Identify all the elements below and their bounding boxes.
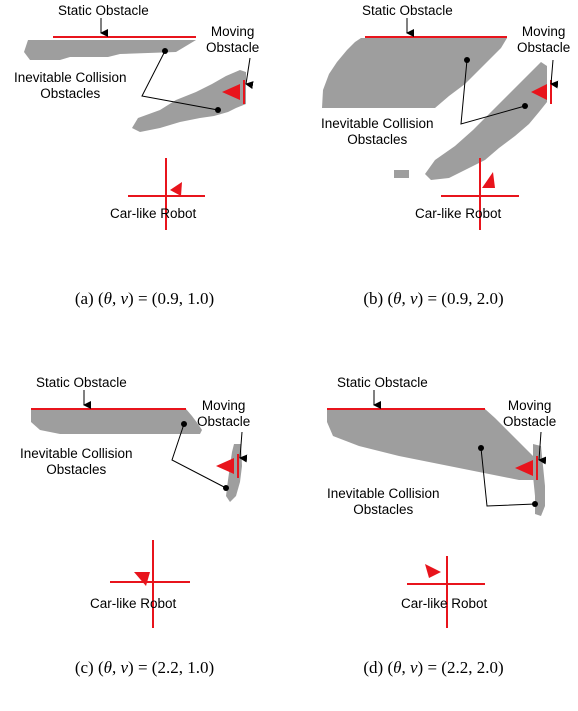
ico-moving-region bbox=[425, 62, 547, 180]
panel-c: Static Obstacle Moving Obstacle Inevitab… bbox=[0, 356, 289, 711]
moving-obstacle-arrow-icon bbox=[222, 84, 240, 100]
ico-static-region bbox=[327, 409, 537, 480]
panel-b: Static Obstacle Moving Obstacle Inevitab… bbox=[289, 0, 578, 355]
ico-pointer-line bbox=[171, 423, 227, 489]
label-static-obstacle: Static Obstacle bbox=[337, 375, 428, 390]
moving-label-arrow bbox=[245, 57, 254, 90]
label-moving-obstacle: Moving Obstacle bbox=[206, 24, 260, 55]
label-static-obstacle: Static Obstacle bbox=[36, 375, 127, 390]
moving-label-arrow bbox=[538, 431, 547, 465]
caption-c: (c) (θ, v) = (2.2, 1.0) bbox=[74, 658, 215, 677]
ico-static-region bbox=[24, 40, 196, 60]
panel-a: Static Obstacle Moving Obstacle Inevitab… bbox=[0, 0, 289, 355]
caption-d: (d) (θ, v) = (2.2, 2.0) bbox=[363, 658, 504, 677]
label-moving-obstacle: Moving Obstacle bbox=[197, 398, 251, 429]
moving-obstacle-arrow-icon bbox=[216, 458, 234, 474]
panel-c-diagram bbox=[31, 390, 248, 628]
label-car-like-robot: Car-like Robot bbox=[110, 206, 197, 221]
ico-pointer-dot bbox=[162, 48, 168, 54]
ico-pointer-dot bbox=[215, 107, 221, 113]
moving-label-arrow bbox=[550, 59, 559, 89]
moving-label-arrow bbox=[239, 431, 248, 463]
robot-arrow-icon bbox=[425, 564, 441, 578]
robot-arrow-icon bbox=[482, 172, 495, 188]
label-car-like-robot: Car-like Robot bbox=[90, 596, 177, 611]
ico-pointer-dot bbox=[223, 485, 229, 491]
label-inevitable-collision-obstacles: Inevitable Collision Obstacles bbox=[321, 116, 434, 147]
label-inevitable-collision-obstacles: Inevitable Collision Obstacles bbox=[327, 486, 440, 517]
ico-static-region bbox=[31, 409, 202, 434]
moving-obstacle-arrow-icon bbox=[531, 84, 547, 100]
caption-b: (b) (θ, v) = (0.9, 2.0) bbox=[363, 289, 504, 308]
ico-pointer-dot bbox=[532, 501, 538, 507]
panel-b-diagram bbox=[322, 18, 559, 230]
robot-arrow-icon bbox=[170, 182, 182, 196]
panel-d-diagram bbox=[327, 390, 547, 628]
caption-a: (a) (θ, v) = (0.9, 1.0) bbox=[74, 289, 215, 308]
panel-a-diagram bbox=[24, 18, 254, 230]
ico-pointer-line bbox=[480, 447, 536, 507]
robot-arrow-icon bbox=[134, 572, 150, 586]
label-car-like-robot: Car-like Robot bbox=[415, 206, 502, 221]
label-static-obstacle: Static Obstacle bbox=[362, 3, 453, 18]
ico-pointer-dot bbox=[522, 103, 528, 109]
label-static-obstacle: Static Obstacle bbox=[58, 3, 149, 18]
ico-pointer-dot bbox=[464, 57, 470, 63]
ico-static-region bbox=[322, 38, 507, 108]
ico-pointer-dot bbox=[478, 445, 484, 451]
ico-pointer-dot bbox=[181, 421, 187, 427]
ico-pointer-line bbox=[141, 50, 219, 111]
label-inevitable-collision-obstacles: Inevitable Collision Obstacles bbox=[14, 70, 127, 101]
ico-pointer-line bbox=[460, 59, 526, 125]
label-moving-obstacle: Moving Obstacle bbox=[517, 24, 571, 55]
label-moving-obstacle: Moving Obstacle bbox=[503, 398, 557, 429]
ico-fragment-region bbox=[394, 170, 409, 178]
panel-d: Static Obstacle Moving Obstacle Inevitab… bbox=[289, 356, 578, 711]
label-inevitable-collision-obstacles: Inevitable Collision Obstacles bbox=[20, 446, 133, 477]
ico-moving-region bbox=[132, 70, 246, 132]
moving-obstacle-arrow-icon bbox=[515, 460, 533, 476]
label-car-like-robot: Car-like Robot bbox=[401, 596, 488, 611]
